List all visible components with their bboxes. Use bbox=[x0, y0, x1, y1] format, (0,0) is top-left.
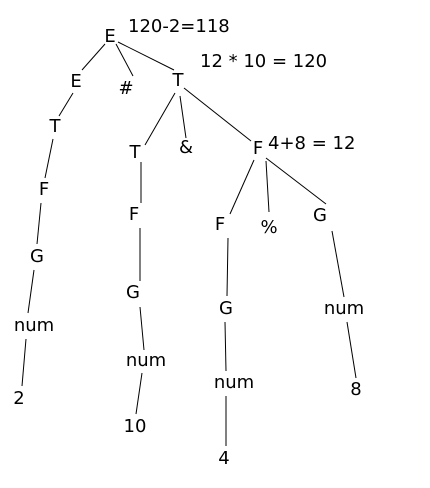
edge-F-G-under-E bbox=[36, 202, 42, 245]
edge-num-8 bbox=[346, 321, 357, 379]
edge-E-T-under-E bbox=[58, 92, 74, 117]
edge-E-T bbox=[117, 41, 175, 71]
edge-E-hash bbox=[115, 43, 134, 77]
node-num-under-E: num bbox=[13, 315, 55, 336]
node-num-under-T: num bbox=[125, 350, 167, 371]
annotation-T-top: 12 * 10 = 120 bbox=[200, 51, 328, 72]
edge-T-T-left bbox=[144, 92, 176, 146]
edge-G-num-under-T bbox=[139, 306, 145, 351]
edge-G-num-inner bbox=[224, 321, 227, 372]
annotation-F-right: 4+8 = 12 bbox=[268, 133, 356, 154]
node-G-inner: G bbox=[219, 298, 233, 319]
node-G-under-T: G bbox=[126, 282, 140, 303]
edge-T-F-under-E bbox=[44, 138, 54, 179]
node-G-right: G bbox=[313, 205, 327, 226]
node-value-2: 2 bbox=[13, 388, 25, 409]
node-value-8: 8 bbox=[350, 379, 362, 400]
node-T-top: T bbox=[172, 70, 184, 91]
edge-E-E bbox=[81, 43, 106, 71]
node-value-4: 4 bbox=[218, 448, 230, 469]
node-root-E: E bbox=[104, 26, 116, 47]
node-F-under-T: F bbox=[128, 204, 140, 225]
node-E: E bbox=[70, 71, 82, 92]
edge-F-G-inner bbox=[226, 237, 229, 297]
edge-num-2 bbox=[21, 338, 27, 387]
node-percent: % bbox=[260, 217, 278, 238]
edge-num-10 bbox=[135, 372, 143, 415]
node-F-inner: F bbox=[214, 214, 226, 235]
node-T-under-E: T bbox=[49, 116, 61, 137]
node-F-under-E: F bbox=[38, 179, 50, 200]
annotation-root: 120-2=118 bbox=[128, 16, 230, 37]
node-F-right: F bbox=[252, 138, 264, 159]
edge-T-amp bbox=[179, 95, 187, 139]
node-hash: # bbox=[118, 78, 134, 99]
edge-G-num-right bbox=[331, 230, 345, 298]
node-amp: & bbox=[178, 137, 194, 158]
node-G-under-E: G bbox=[30, 246, 44, 267]
node-num-right: num bbox=[323, 298, 365, 319]
edge-F-percent bbox=[265, 160, 270, 213]
node-value-10: 10 bbox=[123, 416, 147, 437]
edge-F-F-inner bbox=[229, 159, 255, 215]
edge-F-G-right bbox=[265, 157, 327, 205]
edge-T-F-right bbox=[183, 87, 252, 142]
edge-G-num-under-E bbox=[27, 269, 35, 314]
node-T-left: T bbox=[129, 142, 141, 163]
node-num-inner: num bbox=[213, 372, 255, 393]
